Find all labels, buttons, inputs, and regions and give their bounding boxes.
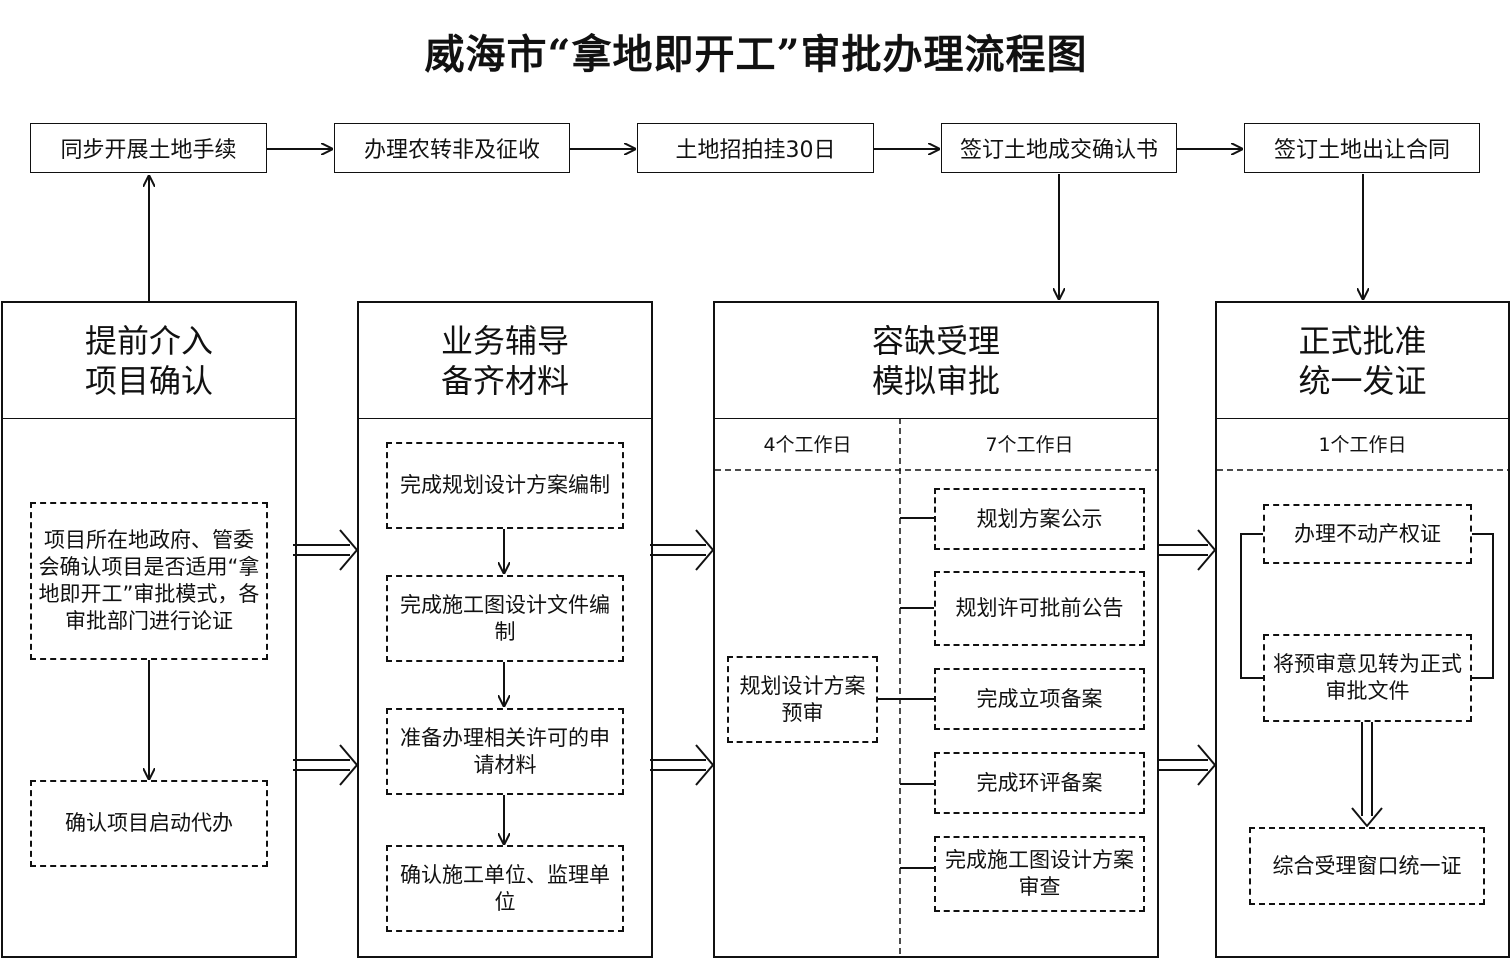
review-item-1: 规划方案公示	[934, 488, 1145, 550]
days-label-right: 7个工作日	[985, 433, 1074, 456]
property-cert-box: 办理不动产权证	[1263, 504, 1472, 564]
days-label-left: 4个工作日	[763, 433, 852, 456]
guidance-step-3: 准备办理相关许可的申请材料	[386, 708, 624, 795]
panel-title-line2: 统一发证	[1298, 361, 1427, 400]
panel-title-line1: 容缺受理	[871, 321, 1000, 360]
panel-header: 容缺受理 模拟审批	[715, 303, 1157, 419]
guidance-step-2: 完成施工图设计文件编制	[386, 575, 624, 662]
top-step-5: 签订土地出让合同	[1244, 123, 1480, 173]
review-item-3: 完成立项备案	[934, 668, 1145, 730]
unified-window-box: 综合受理窗口统一证	[1249, 827, 1485, 905]
panel-title-line2: 项目确认	[84, 361, 213, 400]
diagram-title: 威海市“拿地即开工”审批办理流程图	[424, 31, 1088, 78]
panel-header: 正式批准 统一发证	[1217, 303, 1508, 419]
days-label: 1个工作日	[1318, 433, 1407, 456]
review-item-4: 完成环评备案	[934, 752, 1145, 814]
pre-review-box: 规划设计方案预审	[727, 656, 878, 743]
panel-title-line1: 提前介入	[84, 321, 213, 360]
review-item-5: 完成施工图设计方案审查	[934, 836, 1145, 912]
top-step-1: 同步开展土地手续	[30, 123, 267, 173]
panel-title-line2: 模拟审批	[871, 361, 1000, 400]
panel-title-line1: 正式批准	[1298, 321, 1427, 360]
project-confirm-box: 项目所在地政府、管委会确认项目是否适用“拿地即开工”审批模式，各审批部门进行论证	[30, 502, 268, 660]
review-item-2: 规划许可批前公告	[934, 571, 1145, 646]
top-step-4: 签订土地成交确认书	[941, 123, 1177, 173]
top-step-2: 办理农转非及征收	[334, 123, 570, 173]
guidance-step-1: 完成规划设计方案编制	[386, 442, 624, 529]
guidance-step-4: 确认施工单位、监理单位	[386, 845, 624, 932]
start-agency-box: 确认项目启动代办	[30, 780, 268, 867]
panel-title-line2: 备齐材料	[440, 361, 569, 400]
panel-title-line1: 业务辅导	[440, 321, 569, 360]
formal-docs-box: 将预审意见转为正式审批文件	[1263, 634, 1472, 722]
panel-header: 业务辅导 备齐材料	[359, 303, 651, 419]
top-step-3: 土地招拍挂30日	[637, 123, 874, 173]
panel-header: 提前介入 项目确认	[3, 303, 295, 419]
